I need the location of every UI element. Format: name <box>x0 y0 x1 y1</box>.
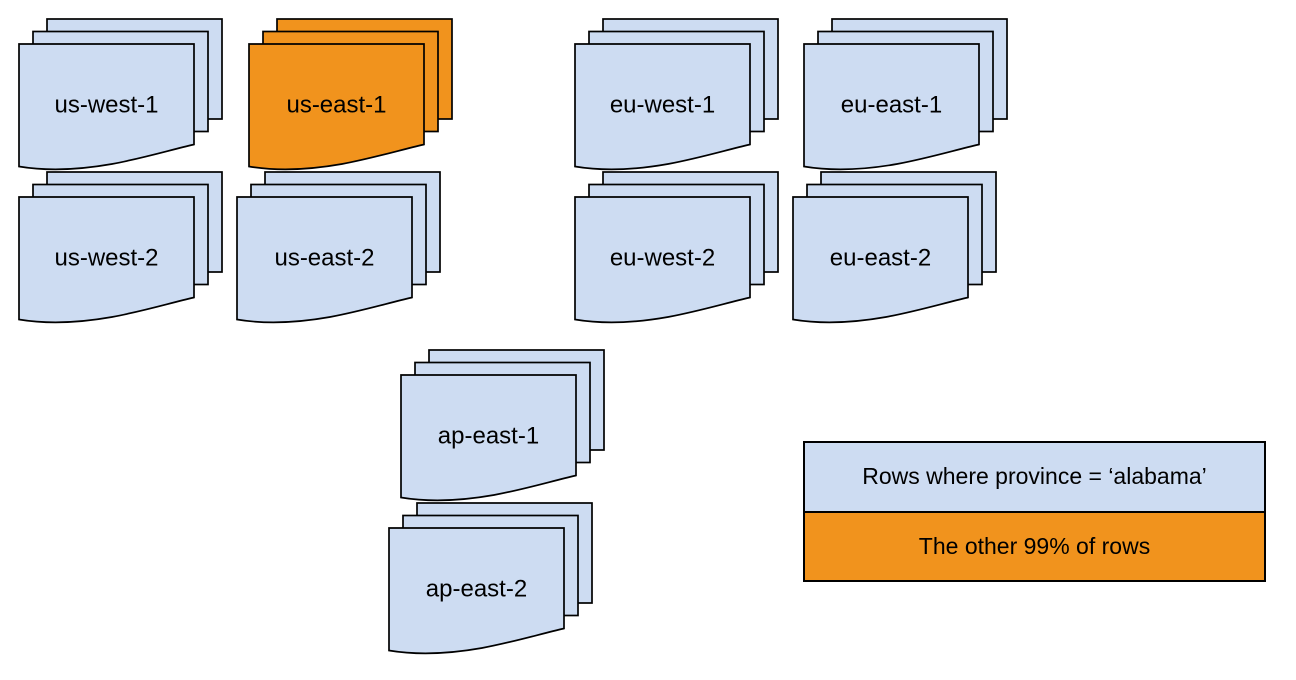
legend-row-alabama-rows: Rows where province = ‘alabama’ <box>805 443 1264 513</box>
doc-stack-us-west-2: us-west-2 <box>18 171 223 324</box>
doc-page-front <box>792 196 969 324</box>
stack-label: us-east-1 <box>286 92 386 119</box>
doc-stack-eu-west-1: eu-west-1 <box>574 18 779 171</box>
doc-page-front <box>18 196 195 324</box>
stack-label: eu-west-2 <box>610 245 715 272</box>
stack-label: ap-east-2 <box>426 576 527 603</box>
doc-stack-eu-east-1: eu-east-1 <box>803 18 1008 171</box>
doc-page-front <box>248 43 425 171</box>
stack-label: eu-east-2 <box>830 245 931 272</box>
legend-label-other-rows: The other 99% of rows <box>918 532 1151 559</box>
stack-label: ap-east-1 <box>438 423 539 450</box>
doc-stack-us-east-1: us-east-1 <box>248 18 453 171</box>
doc-page-front <box>574 196 751 324</box>
doc-stack-ap-east-2: ap-east-2 <box>388 502 593 655</box>
doc-page-front <box>400 374 577 502</box>
stack-label: eu-east-1 <box>841 92 942 119</box>
doc-page-front <box>803 43 980 171</box>
legend-row-other-rows: The other 99% of rows <box>805 512 1264 580</box>
doc-stack-us-east-2: us-east-2 <box>236 171 441 324</box>
stack-label: us-west-1 <box>54 92 158 119</box>
doc-stack-eu-east-2: eu-east-2 <box>792 171 997 324</box>
doc-page-front <box>18 43 195 171</box>
stack-label: eu-west-1 <box>610 92 715 119</box>
doc-stack-ap-east-1: ap-east-1 <box>400 349 605 502</box>
doc-stack-eu-west-2: eu-west-2 <box>574 171 779 324</box>
legend-label-alabama-rows: Rows where province = ‘alabama’ <box>862 463 1207 490</box>
doc-page-front <box>236 196 413 324</box>
doc-page-front <box>574 43 751 171</box>
stack-label: us-east-2 <box>274 245 374 272</box>
stack-label: us-west-2 <box>54 245 158 272</box>
doc-page-front <box>388 527 565 655</box>
legend: Rows where province = ‘alabama’ The othe… <box>803 441 1266 582</box>
doc-stack-us-west-1: us-west-1 <box>18 18 223 171</box>
